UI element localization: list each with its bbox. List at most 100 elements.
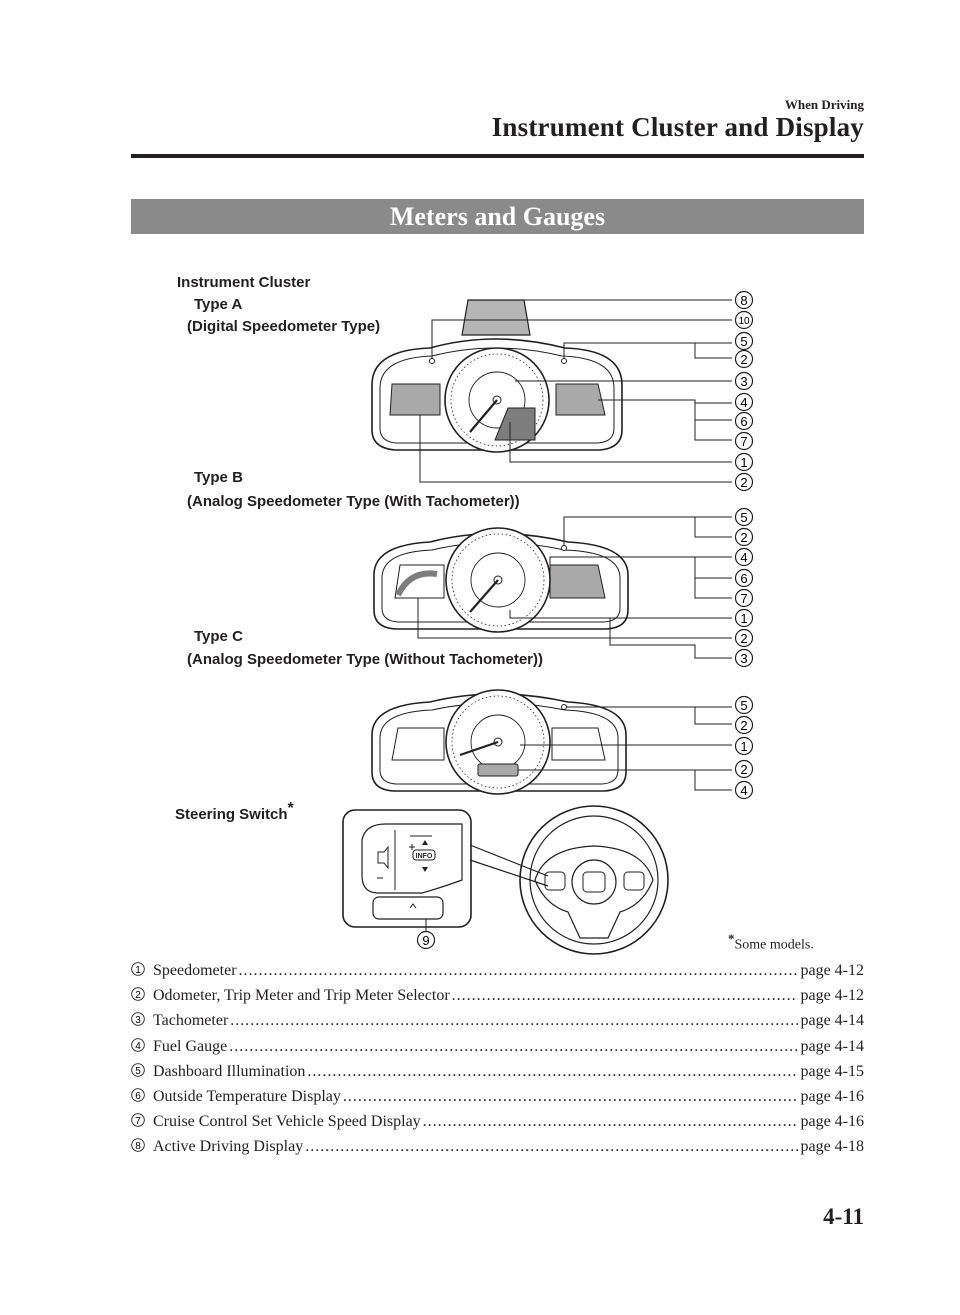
steering-switch-label: Steering Switch*	[175, 800, 294, 823]
list-item: 2 Odometer, Trip Meter and Trip Meter Se…	[131, 986, 864, 1011]
type-a-name: Type A	[194, 296, 243, 313]
list-item: 4 Fuel Gauge ...........................…	[131, 1037, 864, 1062]
leader-dots: ........................................…	[342, 1087, 799, 1105]
callout-c-3: 1	[740, 739, 747, 754]
list-item: 5 Dashboard Illumination ...............…	[131, 1062, 864, 1087]
ref-number: 7	[135, 1116, 141, 1127]
callout-b-8: 3	[740, 651, 747, 666]
ref-title: Tachometer	[153, 1012, 229, 1030]
leader-dots: ........................................…	[451, 987, 799, 1005]
callout-b-5: 7	[740, 591, 747, 606]
footnote-text: Some models.	[734, 937, 814, 953]
callout-c-4: 2	[740, 762, 747, 777]
steering-switch-figure: INFO	[342, 805, 669, 955]
left-display	[389, 383, 441, 416]
callout-b-1: 5	[740, 510, 747, 525]
callout-a-10: 2	[740, 475, 747, 490]
leader-dots: ........................................…	[238, 962, 799, 979]
callout-c-1: 5	[740, 698, 747, 713]
callout-a-7: 6	[740, 414, 747, 429]
leader-dots: ........................................…	[229, 1037, 798, 1055]
number-circle-icon: 8	[131, 1138, 145, 1152]
list-item: 1 Speedometer ..........................…	[131, 961, 864, 986]
type-a-cluster	[371, 299, 732, 483]
ref-title: Outside Temperature Display	[153, 1087, 341, 1105]
footnote: *Some models.	[728, 931, 814, 954]
ref-page: page 4-16	[800, 1087, 864, 1105]
info-button-label: INFO	[416, 853, 433, 860]
callout-steering: 9	[422, 933, 429, 948]
number-circle-icon: 6	[131, 1088, 145, 1102]
right-display	[555, 383, 606, 416]
figure-heading: Instrument Cluster	[177, 274, 311, 291]
callout-a-2: 10	[738, 316, 750, 327]
type-c-name: Type C	[194, 628, 243, 645]
type-b-name: Type B	[194, 469, 243, 486]
header-rule	[131, 154, 864, 158]
number-circle-icon: 1	[131, 962, 145, 976]
footnote-asterisk: *	[728, 931, 735, 946]
callout-a-9: 1	[740, 455, 747, 470]
number-circle-icon: 7	[131, 1113, 145, 1127]
callout-a-8: 7	[740, 434, 747, 449]
callout-a-5: 3	[740, 374, 747, 389]
ref-number: 8	[135, 1141, 141, 1152]
ref-number: 4	[135, 1041, 141, 1052]
page-number: 4-11	[823, 1204, 864, 1229]
number-circle-icon: 5	[131, 1062, 145, 1077]
active-driving-display-panel	[461, 299, 531, 336]
leader-dots: ........................................…	[422, 1113, 799, 1131]
list-item: 8 Active Driving Display ...............…	[131, 1137, 864, 1162]
list-item: 6 Outside Temperature Display ..........…	[131, 1087, 864, 1112]
callout-numbers: 8 10 5 2 3 4 6 7 1 2 5 2 4 6 7 1 2 3 5 2…	[416, 290, 754, 950]
callout-b-7: 2	[740, 631, 747, 646]
ref-page: page 4-16	[800, 1113, 864, 1131]
callout-a-3: 5	[740, 334, 747, 349]
ref-title: Cruise Control Set Vehicle Speed Display	[153, 1113, 421, 1131]
asterisk-mark: *	[287, 800, 294, 817]
steering-switch-name: Steering Switch	[175, 806, 288, 823]
ref-page: page 4-14	[800, 1037, 864, 1055]
reference-list: 1 Speedometer ..........................…	[131, 961, 864, 1163]
callout-a-6: 4	[740, 395, 747, 410]
number-circle-icon: 4	[131, 1037, 145, 1052]
ref-page: page 4-12	[800, 962, 864, 979]
number-circle-icon: 3	[131, 1012, 145, 1026]
ref-page: page 4-15	[800, 1062, 864, 1080]
ref-number: 2	[135, 990, 141, 1001]
ref-page: page 4-14	[800, 1012, 864, 1030]
callout-b-2: 2	[740, 530, 747, 545]
section-name: When Driving	[784, 97, 864, 112]
callout-b-6: 1	[740, 611, 747, 626]
speed-digital-display	[494, 407, 536, 441]
ref-number: 1	[135, 965, 141, 976]
page-title: Instrument Cluster and Display	[491, 112, 864, 142]
ref-page: page 4-12	[800, 987, 864, 1005]
ref-title: Dashboard Illumination	[153, 1062, 306, 1080]
ref-title: Fuel Gauge	[153, 1037, 228, 1055]
ref-title: Active Driving Display	[153, 1138, 304, 1156]
callout-c-2: 2	[740, 718, 747, 733]
number-circle-icon: 2	[131, 987, 145, 1001]
list-item: 7 Cruise Control Set Vehicle Speed Displ…	[131, 1112, 864, 1137]
callout-a-1: 8	[740, 293, 747, 308]
section-banner: Meters and Gauges	[131, 199, 864, 234]
ref-number: 6	[135, 1091, 141, 1102]
type-b-cluster	[373, 516, 732, 659]
type-c-desc: (Analog Speedometer Type (Without Tachom…	[187, 651, 543, 668]
ref-title: Odometer, Trip Meter and Trip Meter Sele…	[153, 987, 450, 1005]
ref-title: Speedometer	[153, 962, 237, 979]
ref-number: 3	[135, 1015, 141, 1026]
list-item: 3 Tachometer ...........................…	[131, 1011, 864, 1036]
callout-b-3: 4	[740, 550, 747, 565]
callout-b-4: 6	[740, 571, 747, 586]
leader-dots: ........................................…	[307, 1062, 798, 1080]
type-b-desc: (Analog Speedometer Type (With Tachomete…	[187, 493, 520, 510]
type-a-desc: (Digital Speedometer Type)	[187, 318, 381, 335]
callout-a-4: 2	[740, 352, 747, 367]
leader-dots: ........................................…	[230, 1012, 798, 1030]
callout-c-5: 4	[740, 783, 747, 798]
type-c-cluster	[371, 689, 732, 795]
ref-number: 5	[135, 1066, 141, 1077]
